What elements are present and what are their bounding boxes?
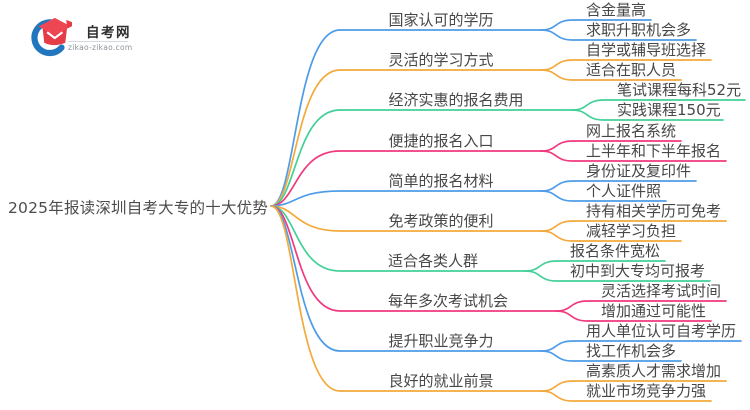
site-url: zikao-zikao.com — [68, 43, 133, 52]
leaf-line-5-1 — [540, 230, 682, 242]
leaf-label-7-0: 灵活选择考试时间 — [601, 282, 721, 300]
leaf-label-3-0: 网上报名系统 — [586, 122, 676, 140]
leaf-label-0-1: 求职升职机会多 — [586, 21, 691, 39]
branch-line-7 — [270, 205, 557, 312]
leaf-line-0-1 — [540, 29, 697, 41]
graduation-cap-icon — [31, 17, 72, 57]
leaf-label-4-0: 身份证及复印件 — [586, 162, 691, 180]
site-logo[interactable]: 自考网 zikao-zikao.com — [28, 14, 168, 64]
leaf-line-2-1 — [571, 109, 724, 121]
mindmap-root-title: 2025年报读深圳自考大专的十大优势 — [8, 199, 269, 217]
branch-line-3 — [270, 150, 542, 207]
branch-line-6 — [270, 205, 526, 272]
branch-line-9 — [270, 205, 542, 392]
leaf-line-9-1 — [540, 390, 712, 402]
branch-line-0 — [270, 29, 542, 207]
leaf-label-9-1: 就业市场竞争力强 — [586, 382, 706, 400]
leaf-line-6-1 — [524, 270, 711, 282]
leaf-label-0-0: 含金量高 — [586, 1, 646, 19]
leaf-line-4-1 — [540, 190, 667, 202]
leaf-line-7-1 — [555, 310, 712, 322]
leaf-label-2-1: 实践课程150元 — [617, 101, 721, 119]
leaf-label-1-1: 适合在职人员 — [586, 61, 676, 79]
branch-label-7: 每年多次考试机会 — [388, 292, 508, 310]
leaf-line-8-1 — [540, 350, 682, 362]
branch-line-5 — [270, 205, 542, 232]
leaf-label-6-0: 报名条件宽松 — [570, 242, 660, 260]
branch-label-9: 良好的就业前景 — [388, 372, 493, 390]
branch-label-0: 国家认可的学历 — [388, 11, 493, 29]
branch-label-3: 便捷的报名入口 — [388, 132, 493, 150]
leaf-label-7-1: 增加通过可能性 — [601, 302, 706, 320]
leaf-label-1-0: 自学或辅导班选择 — [586, 41, 706, 59]
branch-line-2 — [270, 109, 573, 207]
branch-label-8: 提升职业竞争力 — [388, 332, 493, 350]
leaf-label-3-1: 上半年和下半年报名 — [586, 142, 721, 160]
branch-label-1: 灵活的学习方式 — [388, 51, 493, 69]
leaf-label-2-0: 笔试课程每科52元 — [617, 81, 741, 99]
leaf-label-4-1: 个人证件照 — [586, 182, 661, 200]
branch-label-4: 简单的报名材料 — [388, 172, 493, 190]
branch-line-8 — [270, 205, 542, 352]
branch-label-2: 经济实惠的报名费用 — [388, 91, 523, 109]
leaf-label-5-0: 持有相关学历可免考 — [586, 202, 721, 220]
leaf-label-9-0: 高素质人才需求增加 — [586, 362, 721, 380]
leaf-label-6-1: 初中到大专均可报考 — [570, 262, 705, 280]
branch-line-4 — [270, 190, 542, 207]
leaf-label-8-0: 用人单位认可自考学历 — [586, 322, 736, 340]
leaf-line-3-1 — [540, 150, 727, 162]
site-name: 自考网 — [86, 25, 131, 41]
branch-line-1 — [270, 69, 542, 207]
logo-divider — [68, 41, 128, 42]
branch-label-5: 免考政策的便利 — [388, 212, 493, 230]
leaf-line-1-1 — [540, 69, 682, 81]
leaf-label-5-1: 减轻学习负担 — [586, 222, 676, 240]
branch-label-6: 适合各类人群 — [388, 252, 478, 270]
leaf-label-8-1: 找工作机会多 — [586, 342, 676, 360]
